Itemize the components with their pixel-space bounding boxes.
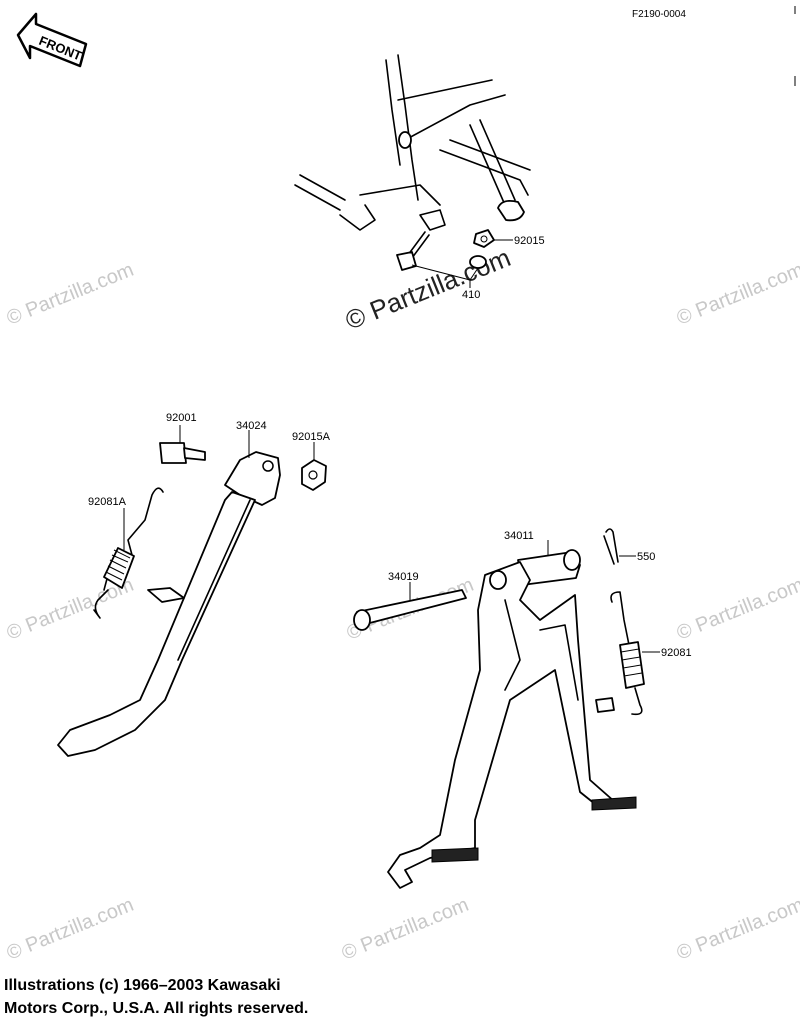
spring-92081 xyxy=(610,591,645,716)
watermark-text: © Partzilla.com xyxy=(4,259,137,330)
center-stand xyxy=(387,549,637,889)
watermark-text: © Partzilla.com xyxy=(341,242,515,335)
nut-92015A xyxy=(301,459,327,491)
label-92015A: 92015A xyxy=(292,431,331,443)
label-92081A: 92081A xyxy=(88,496,127,508)
leader-410 xyxy=(411,264,479,288)
diagram-code: F2190-0004 xyxy=(632,9,686,20)
watermark-text: © Partzilla.com xyxy=(4,894,137,965)
copyright-notice: Illustrations (c) 1966–2003 Kawasaki Mot… xyxy=(4,974,424,1020)
watermark-text: © Partzilla.com xyxy=(339,894,472,965)
label-92001: 92001 xyxy=(166,412,197,424)
pin-34019 xyxy=(353,589,467,631)
upper-bolt xyxy=(396,231,430,271)
copyright-line-1: Illustrations (c) 1966–2003 Kawasaki xyxy=(4,977,281,994)
label-410: 410 xyxy=(462,289,480,301)
copyright-line-2: Motors Corp., U.S.A. All rights reserved… xyxy=(4,1000,309,1017)
watermark-text: © Partzilla.com xyxy=(674,259,800,330)
label-92015: 92015 xyxy=(514,235,545,247)
spring-92081A xyxy=(93,487,164,619)
watermark-text: © Partzilla.com xyxy=(674,574,800,645)
label-34024: 34024 xyxy=(236,420,267,432)
label-34019: 34019 xyxy=(388,571,419,583)
upper-nut xyxy=(469,229,495,269)
label-34011: 34011 xyxy=(504,530,534,542)
front-arrow-icon: FRONT xyxy=(16,12,88,68)
watermark-text: © Partzilla.com xyxy=(674,894,800,965)
label-92081: 92081 xyxy=(661,647,692,659)
frame-section xyxy=(294,54,531,231)
bolt-92001 xyxy=(159,442,206,464)
label-550: 550 xyxy=(637,551,655,563)
cotter-pin-550 xyxy=(603,528,619,565)
side-stand xyxy=(57,451,281,757)
